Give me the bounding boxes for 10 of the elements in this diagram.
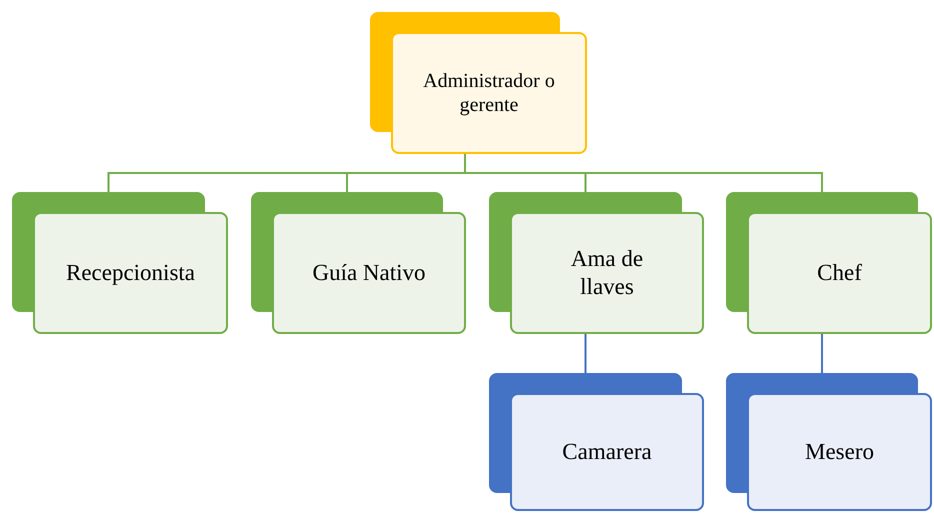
connector-line — [821, 334, 823, 373]
connector-line — [584, 334, 586, 373]
node-label: Recepcionista — [66, 259, 195, 287]
node-label: Guía Nativo — [312, 259, 426, 287]
node-label: Ama de llaves — [570, 245, 644, 301]
node-label: Mesero — [805, 438, 874, 466]
node-label: Administrador o gerente — [422, 69, 556, 117]
connector-line — [464, 154, 823, 192]
node-label: Camarera — [562, 438, 652, 466]
node-label: Chef — [817, 259, 862, 287]
